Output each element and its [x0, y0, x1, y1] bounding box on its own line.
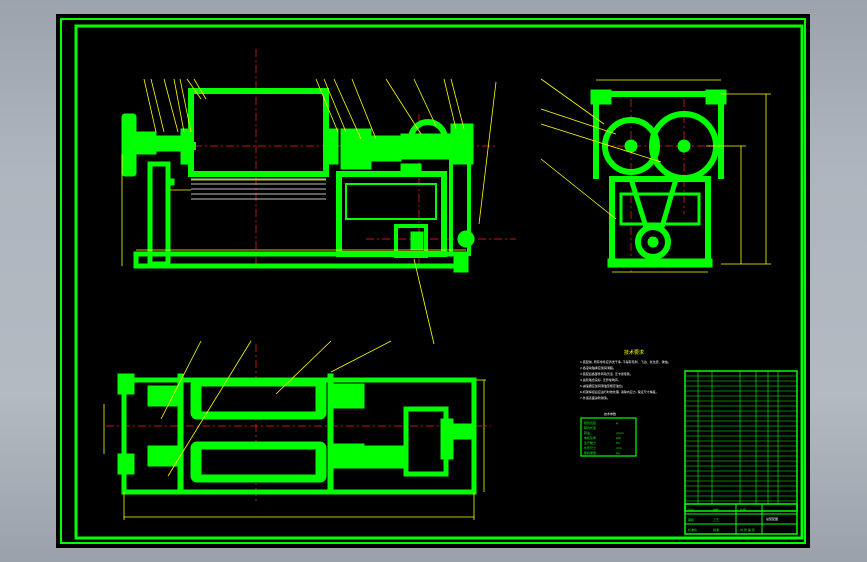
scale-label: 比例	[740, 507, 746, 512]
front-view	[121, 49, 516, 345]
param-name: 电机功率	[584, 435, 596, 440]
param-value: φ	[616, 421, 618, 425]
param-name: 辊筒长度	[584, 425, 596, 430]
param-name: 外形尺寸	[584, 445, 596, 450]
param-value: kW	[616, 436, 621, 440]
param-value: kg	[616, 451, 620, 455]
param-name: 生产能力	[584, 440, 596, 445]
param-name: 整机重量	[584, 450, 596, 455]
sheet-label: 共 张 第 张	[740, 527, 755, 532]
assembly-drawing: 技术要求 1.装配前, 所有零件应清洗干净, 不得有毛刺、飞边、氧化皮、锈蚀。2…	[60, 18, 806, 544]
title-block-label: 工艺	[713, 517, 719, 522]
handwheel	[121, 113, 137, 177]
drawing-title: 总装配图	[766, 516, 778, 521]
side-housing	[593, 91, 724, 179]
title-block-label: 审核	[688, 517, 694, 522]
tech-req-line: 3.装配后各部件转动灵活, 无卡滞现象。	[580, 371, 633, 376]
param-value: r/min	[616, 431, 624, 435]
inner-frame	[74, 24, 804, 540]
param-value: mm	[616, 446, 622, 450]
title-block-label: 设计	[688, 507, 694, 512]
title-block-label: 校核	[713, 507, 719, 512]
crank-hub	[457, 230, 475, 248]
param-name: 辊筒直径	[584, 420, 596, 425]
left-column	[147, 161, 171, 267]
technical-requirements: 技术要求 1.装配前, 所有零件应清洗干净, 不得有毛刺、飞边、氧化皮、锈蚀。2…	[580, 349, 671, 400]
parts-list	[684, 370, 798, 512]
tech-req-line: 6.机架焊接后应进行时效处理, 消除内应力, 保证尺寸精度。	[580, 389, 659, 394]
tech-req-title: 技术要求	[624, 349, 644, 356]
side-frame	[609, 176, 711, 267]
tech-req-line: 7.外露表面涂防锈漆。	[580, 395, 610, 400]
tech-req-line: 2.各滚动轴承应加润滑脂。	[580, 365, 616, 370]
title-block-label: 批准	[713, 527, 719, 532]
roller-drum	[188, 88, 329, 177]
top-view	[103, 340, 491, 520]
param-title: 技术参数	[604, 411, 616, 416]
cad-viewport[interactable]: 技术要求 1.装配前, 所有零件应清洗干净, 不得有毛刺、飞边、氧化皮、锈蚀。2…	[56, 14, 810, 548]
param-name: 转速	[584, 430, 590, 435]
tech-req-line: 1.装配前, 所有零件应清洗干净, 不得有毛刺、飞边、氧化皮、锈蚀。	[580, 359, 671, 364]
top-gearbox	[403, 406, 449, 477]
outer-frame	[60, 18, 806, 544]
param-value: t/h	[616, 441, 620, 445]
tech-req-line: 4.齿轮啮合良好, 无异常响声。	[580, 377, 621, 382]
tech-req-lines: 1.装配前, 所有零件应清洗干净, 不得有毛刺、飞边、氧化皮、锈蚀。2.各滚动轴…	[580, 359, 671, 400]
gearbox-housing	[336, 171, 447, 257]
side-view	[540, 78, 771, 274]
tech-req-line: 5.减速器应加润滑油至规定油位。	[580, 383, 625, 388]
side-roller-left	[602, 117, 660, 175]
title-block-label: 标准化	[688, 527, 697, 532]
